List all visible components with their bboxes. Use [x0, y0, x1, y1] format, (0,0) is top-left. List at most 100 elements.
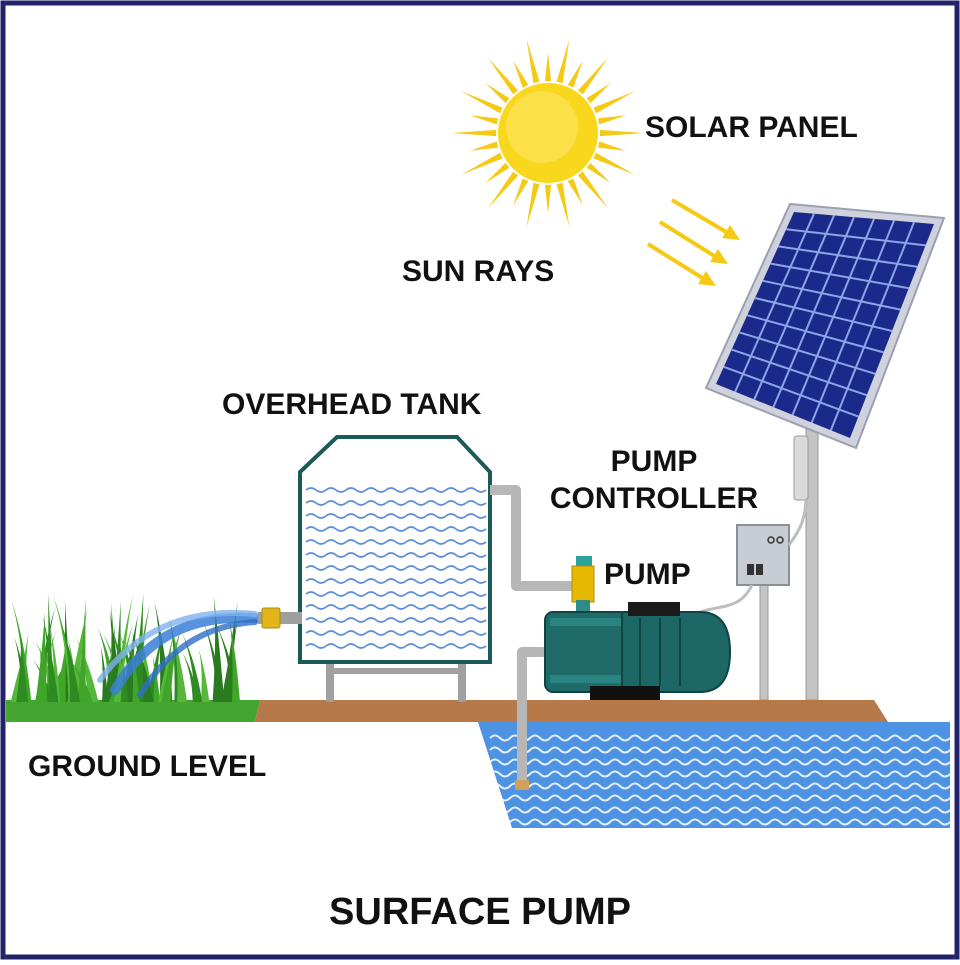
tank-water-wave — [305, 578, 487, 584]
grass-blade — [16, 636, 29, 702]
tank-water-wave — [305, 591, 487, 597]
label-pump-controller-line1: PUMP — [611, 445, 698, 478]
panel-grid-line — [723, 365, 859, 418]
water-wave — [489, 794, 951, 802]
grass-blade — [49, 625, 61, 702]
tank-water-wave — [305, 513, 487, 519]
sun-ray — [485, 83, 510, 104]
sun-ray — [567, 178, 583, 206]
sun-ray — [556, 182, 570, 227]
sun-highlight — [506, 91, 578, 163]
solar-panel-icon — [704, 202, 946, 450]
sun-ray-arrows — [646, 198, 740, 286]
sun-ray — [488, 171, 519, 209]
grass-blade — [221, 618, 238, 702]
label-ground-level: GROUND LEVEL — [28, 750, 266, 783]
grass-blade — [161, 651, 172, 702]
sun-ray — [577, 171, 608, 209]
grass-blade — [182, 633, 203, 702]
sun-ray — [586, 83, 611, 104]
panel-grid-line — [762, 279, 901, 311]
grass-blade — [113, 594, 134, 702]
sun-ray — [470, 115, 499, 125]
grass-blade — [32, 659, 53, 702]
water-tank-icon — [298, 435, 492, 702]
tank-water-wave — [305, 630, 487, 636]
label-solar-panel: SOLAR PANEL — [645, 111, 858, 144]
sun-ray — [513, 178, 529, 206]
grass-blade — [60, 621, 81, 702]
ground-level — [6, 700, 888, 722]
label-overhead-tank: OVERHEAD TANK — [222, 388, 482, 421]
sun-ray — [461, 152, 503, 175]
water-wave — [489, 746, 951, 754]
sun-ray — [452, 129, 497, 137]
panel-grid-line — [746, 314, 884, 354]
tank-water-wave — [305, 539, 487, 545]
water-wave — [489, 770, 951, 778]
water-spray — [97, 609, 260, 698]
grass-blade — [171, 627, 188, 702]
panel-grid-line — [739, 331, 876, 375]
tank-water-wave — [305, 500, 487, 506]
sun-ray — [577, 57, 608, 95]
water-wave — [489, 782, 951, 790]
solar-panel-pole — [793, 427, 819, 701]
sun-ray — [593, 152, 635, 175]
sun-ray — [597, 115, 626, 125]
sun-ray — [485, 162, 510, 183]
tank-water-wave — [305, 526, 487, 532]
label-pump: PUMP — [604, 558, 691, 591]
tank-water-wave — [305, 604, 487, 610]
outlet-valve — [258, 607, 302, 629]
water-wave — [489, 806, 951, 814]
sun-ray — [597, 141, 626, 151]
controller-box-icon — [699, 499, 808, 701]
grass-blade — [77, 598, 86, 702]
sun-ray — [567, 60, 583, 88]
panel-grid-line — [754, 297, 893, 332]
sun-ray — [488, 57, 519, 95]
grass-blade — [132, 592, 144, 702]
sun-ray — [513, 60, 529, 88]
water-source — [478, 722, 951, 828]
label-pump-controller-line2: CONTROLLER — [550, 482, 759, 515]
grass-blade — [70, 660, 93, 702]
grass-blade — [75, 637, 99, 702]
pump-icon — [544, 556, 732, 700]
panel-grid-line — [786, 228, 926, 247]
panel-grid-line — [778, 245, 918, 268]
panel-grid-line — [731, 348, 868, 397]
sun-ray — [544, 184, 552, 213]
grass-blade — [152, 655, 160, 702]
water-wave — [489, 758, 951, 766]
water-wave — [489, 734, 951, 742]
tank-water-wave — [305, 643, 487, 649]
sun-ray — [526, 39, 540, 84]
grass-blade — [129, 642, 140, 702]
sun-icon — [452, 39, 644, 227]
sun-ray — [556, 39, 570, 84]
grass-blade — [198, 649, 210, 702]
grass-blade — [35, 611, 48, 702]
tank-water-wave — [305, 552, 487, 558]
grass-blade — [229, 619, 240, 702]
sun-ray — [593, 91, 635, 114]
sun-ray — [586, 162, 611, 183]
sun-ray — [544, 53, 552, 82]
panel-grid-line — [770, 262, 909, 290]
sun-ray — [470, 141, 499, 151]
diagram-title: SURFACE PUMP — [329, 891, 631, 933]
water-wave — [489, 818, 951, 826]
tank-water-wave — [305, 617, 487, 623]
tank-water-wave — [305, 565, 487, 571]
sun-ray — [599, 129, 644, 137]
grass-icon — [10, 592, 240, 702]
grass-blade — [157, 634, 174, 702]
sun-ray — [526, 182, 540, 227]
foot-valve — [515, 780, 529, 790]
grass-blade — [42, 615, 59, 702]
delivery-pipe — [490, 485, 574, 591]
